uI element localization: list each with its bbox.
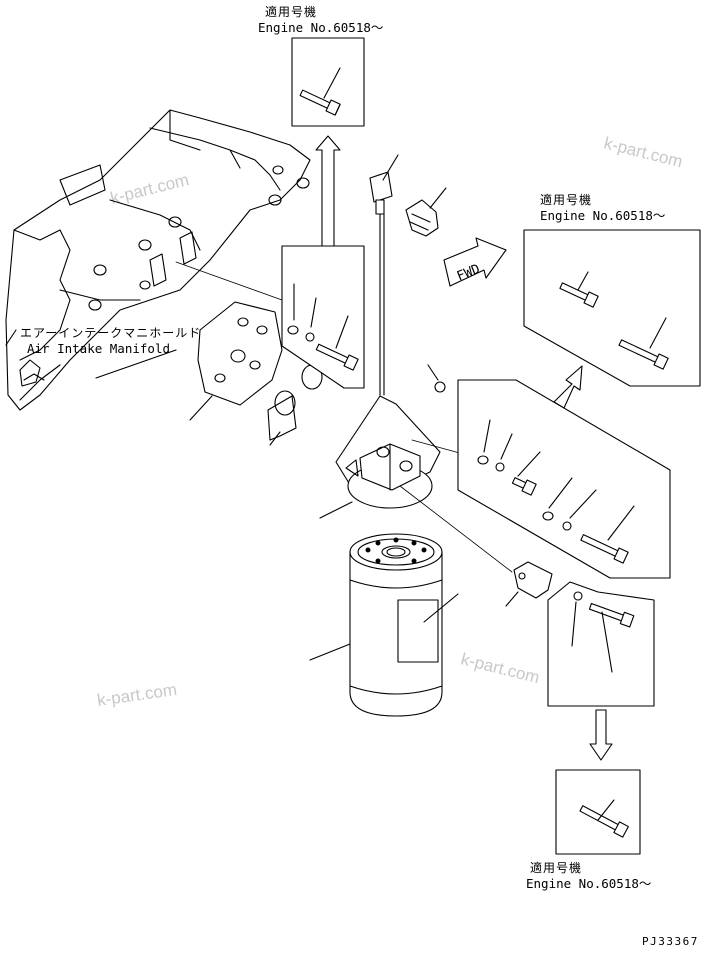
diagonal-arrow-icon [553, 365, 583, 409]
engine-number-label-bottom: Engine No.60518～ [526, 876, 651, 891]
bolt-icon [588, 602, 635, 628]
leader-line [95, 349, 177, 379]
watermark-text: k-part.com [108, 170, 191, 208]
guide-line [399, 485, 513, 573]
engine-number-label-right: Engine No.60518～ [540, 208, 665, 223]
bracket-bolt-group [457, 379, 671, 579]
filter-label-panel [397, 599, 439, 663]
forward-direction-group: FWD [443, 237, 507, 287]
washer-icon [287, 325, 299, 335]
applicable-machine-label-bottom: 適用号機 [530, 860, 582, 875]
washer-icon [562, 521, 572, 531]
air-intake-manifold [5, 109, 311, 421]
washer-icon [305, 332, 315, 342]
small-bracket [505, 561, 553, 607]
leader-line [597, 799, 615, 821]
oil-pressure-sensor [369, 154, 399, 396]
engine-number-label-top: Engine No.60518～ [258, 20, 383, 35]
bolt-icon [299, 89, 341, 116]
mount-bolt-box [281, 245, 365, 389]
watermark-text: k-part.com [96, 680, 178, 710]
oil-filter-cartridge [309, 533, 459, 717]
bolt-icon [618, 339, 669, 370]
washer-icon [477, 455, 489, 465]
washer-icon [542, 511, 554, 521]
leader-line [649, 317, 667, 349]
lower-bolt-box [547, 581, 655, 707]
bolt-icon [580, 534, 629, 564]
right-detail-box [523, 229, 701, 387]
right-applicability-group: 適用号機 Engine No.60518～ [523, 192, 701, 409]
oil-pressure-switch [405, 187, 447, 237]
top-detail-box [291, 37, 365, 127]
bottom-applicability-group: 適用号機 Engine No.60518～ [526, 769, 651, 891]
plug-fitting [427, 364, 446, 393]
watermark-text: k-part.com [459, 649, 542, 687]
washer-icon [573, 591, 583, 601]
manifold-label-en: Air Intake Manifold [27, 341, 170, 356]
filter-head-bracket [319, 395, 441, 519]
drawing-id: PJ33367 [642, 935, 699, 948]
leader-line [577, 271, 589, 291]
washer-icon [495, 462, 505, 472]
top-applicability-group: 適用号機 Engine No.60518～ [258, 4, 383, 247]
bolt-icon [511, 477, 537, 496]
leader-line [5, 329, 17, 346]
bracket-bolt-box [457, 379, 671, 579]
bottom-detail-box [555, 769, 641, 855]
bolt-icon [559, 282, 599, 308]
o-ring-set [267, 364, 323, 446]
lower-bolt-group [547, 581, 655, 761]
down-arrow-icon [589, 709, 613, 761]
mount-bolt-group [281, 245, 365, 389]
watermark-text: k-part.com [602, 133, 685, 171]
bolt-icon [315, 343, 359, 371]
applicable-machine-label-top: 適用号機 [265, 4, 317, 19]
applicable-machine-label-right: 適用号機 [540, 192, 592, 207]
manifold-label-jp: エアーインテークマニホールド [20, 326, 201, 340]
filter-flange-plate [197, 301, 283, 406]
up-arrow-icon [315, 135, 341, 247]
fwd-arrow-icon [443, 237, 507, 287]
leader-line [323, 67, 341, 99]
guide-line [175, 261, 283, 301]
